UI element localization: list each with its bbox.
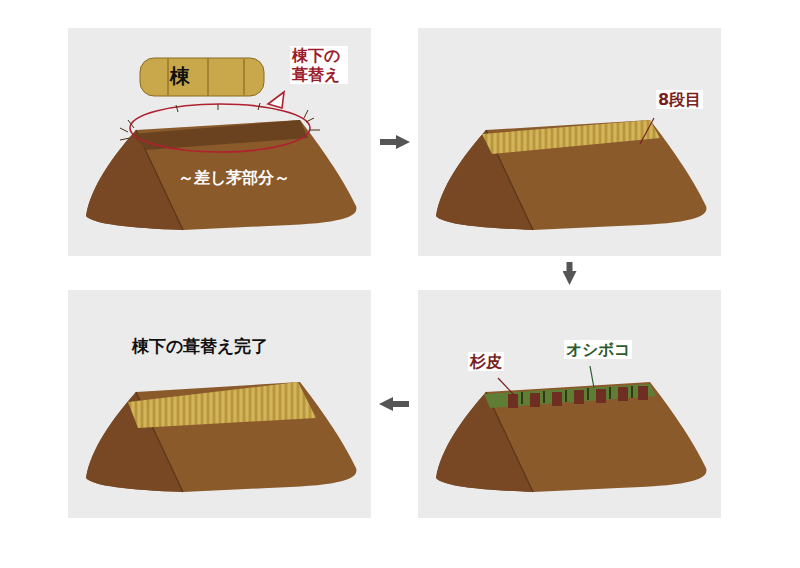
- callout-label: 棟下の 葺替え: [290, 46, 348, 84]
- part-label: 棟: [168, 64, 192, 88]
- step-panel: 棟 棟下の 葺替え ～差し茅部分～: [68, 28, 371, 256]
- flow-arrow: [567, 262, 573, 278]
- step-title: 棟下の葺替え完了: [130, 336, 270, 356]
- roof-drawing: [436, 366, 706, 492]
- region-label: ～差し茅部分～: [176, 168, 292, 187]
- callout-label: 8段目: [656, 90, 703, 109]
- roof-drawing: [86, 382, 356, 492]
- callout-label: オシボコ: [564, 340, 632, 359]
- roof-illustration: [68, 290, 371, 518]
- roof-drawing: [436, 118, 706, 230]
- roof-illustration: [418, 28, 721, 256]
- flow-arrow: [386, 401, 409, 407]
- step-panel: 棟下の葺替え完了: [68, 290, 371, 518]
- step-panel: 杉皮 オシボコ: [418, 290, 721, 518]
- roof-illustration: [418, 290, 721, 518]
- flow-arrow: [380, 139, 403, 145]
- callout-label: 杉皮: [468, 352, 504, 371]
- step-panel: 8段目: [418, 28, 721, 256]
